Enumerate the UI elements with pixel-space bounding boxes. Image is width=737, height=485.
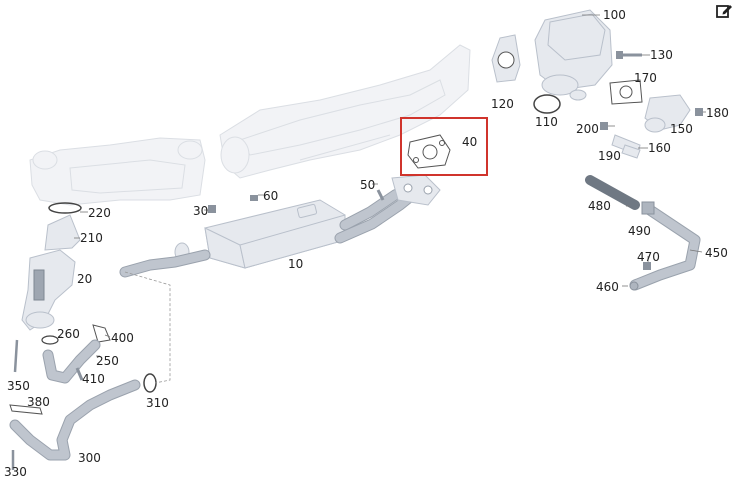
pipe-250: [42, 339, 101, 384]
screw-50: [376, 189, 385, 201]
label-380: 380: [27, 395, 50, 409]
label-410: 410: [82, 372, 105, 386]
throttle-20: [21, 249, 76, 331]
label-50: 50: [360, 178, 375, 192]
gasket-170: [609, 79, 643, 105]
label-160: 160: [648, 141, 671, 155]
label-480: 480: [588, 199, 611, 213]
screw-30: [208, 205, 216, 213]
gasket-380: [9, 404, 43, 415]
screw-410: [75, 367, 84, 381]
center-manifold: [219, 44, 471, 179]
connection-line: [124, 271, 171, 384]
gasket-120: [491, 34, 521, 83]
pipe-450: [629, 201, 701, 291]
label-310: 310: [146, 396, 169, 410]
flange-210: [44, 214, 81, 251]
label-490: 490: [628, 224, 651, 238]
label-170: 170: [634, 71, 657, 85]
gasket-400: [92, 324, 111, 343]
label-330: 330: [4, 465, 27, 479]
label-190: 190: [598, 149, 621, 163]
label-300: 300: [78, 451, 101, 465]
label-460: 460: [596, 280, 619, 294]
screw-60: [250, 195, 258, 201]
label-210: 210: [80, 231, 103, 245]
label-150: 150: [670, 122, 693, 136]
label-350: 350: [7, 379, 30, 393]
o-ring-110: [533, 94, 561, 114]
gasket-220: [48, 202, 82, 214]
label-30: 30: [193, 204, 208, 218]
label-450: 450: [705, 246, 728, 260]
label-220: 220: [88, 206, 111, 220]
label-60: 60: [263, 189, 278, 203]
screw-130: [616, 51, 642, 59]
label-120: 120: [491, 97, 514, 111]
elbow-150: [644, 94, 691, 133]
label-110: 110: [535, 115, 558, 129]
leader-lines: [58, 14, 706, 357]
o-ring-260: [41, 335, 59, 345]
label-130: 130: [650, 48, 673, 62]
label-250: 250: [96, 354, 119, 368]
egr-valve: [534, 9, 613, 101]
label-260: 260: [57, 327, 80, 341]
screw-180: [695, 108, 703, 116]
left-intake-manifold: [29, 137, 206, 206]
label-470: 470: [637, 250, 660, 264]
highlight-box-40: [400, 117, 488, 176]
label-200: 200: [576, 122, 599, 136]
label-20: 20: [77, 272, 92, 286]
o-ring-310: [143, 373, 157, 393]
clamp-160-190: [611, 134, 641, 159]
screw-350: [13, 339, 19, 373]
edit-icon[interactable]: [715, 2, 733, 20]
egr-cooler: [119, 174, 441, 278]
label-400: 400: [111, 331, 134, 345]
screw-200: [600, 122, 608, 130]
label-180: 180: [706, 106, 729, 120]
gasket-40: [407, 134, 451, 169]
label-10: 10: [288, 257, 303, 271]
hose-480: [585, 175, 640, 210]
label-100: 100: [603, 8, 626, 22]
pipe-300: [9, 379, 141, 461]
label-40: 40: [462, 135, 477, 149]
